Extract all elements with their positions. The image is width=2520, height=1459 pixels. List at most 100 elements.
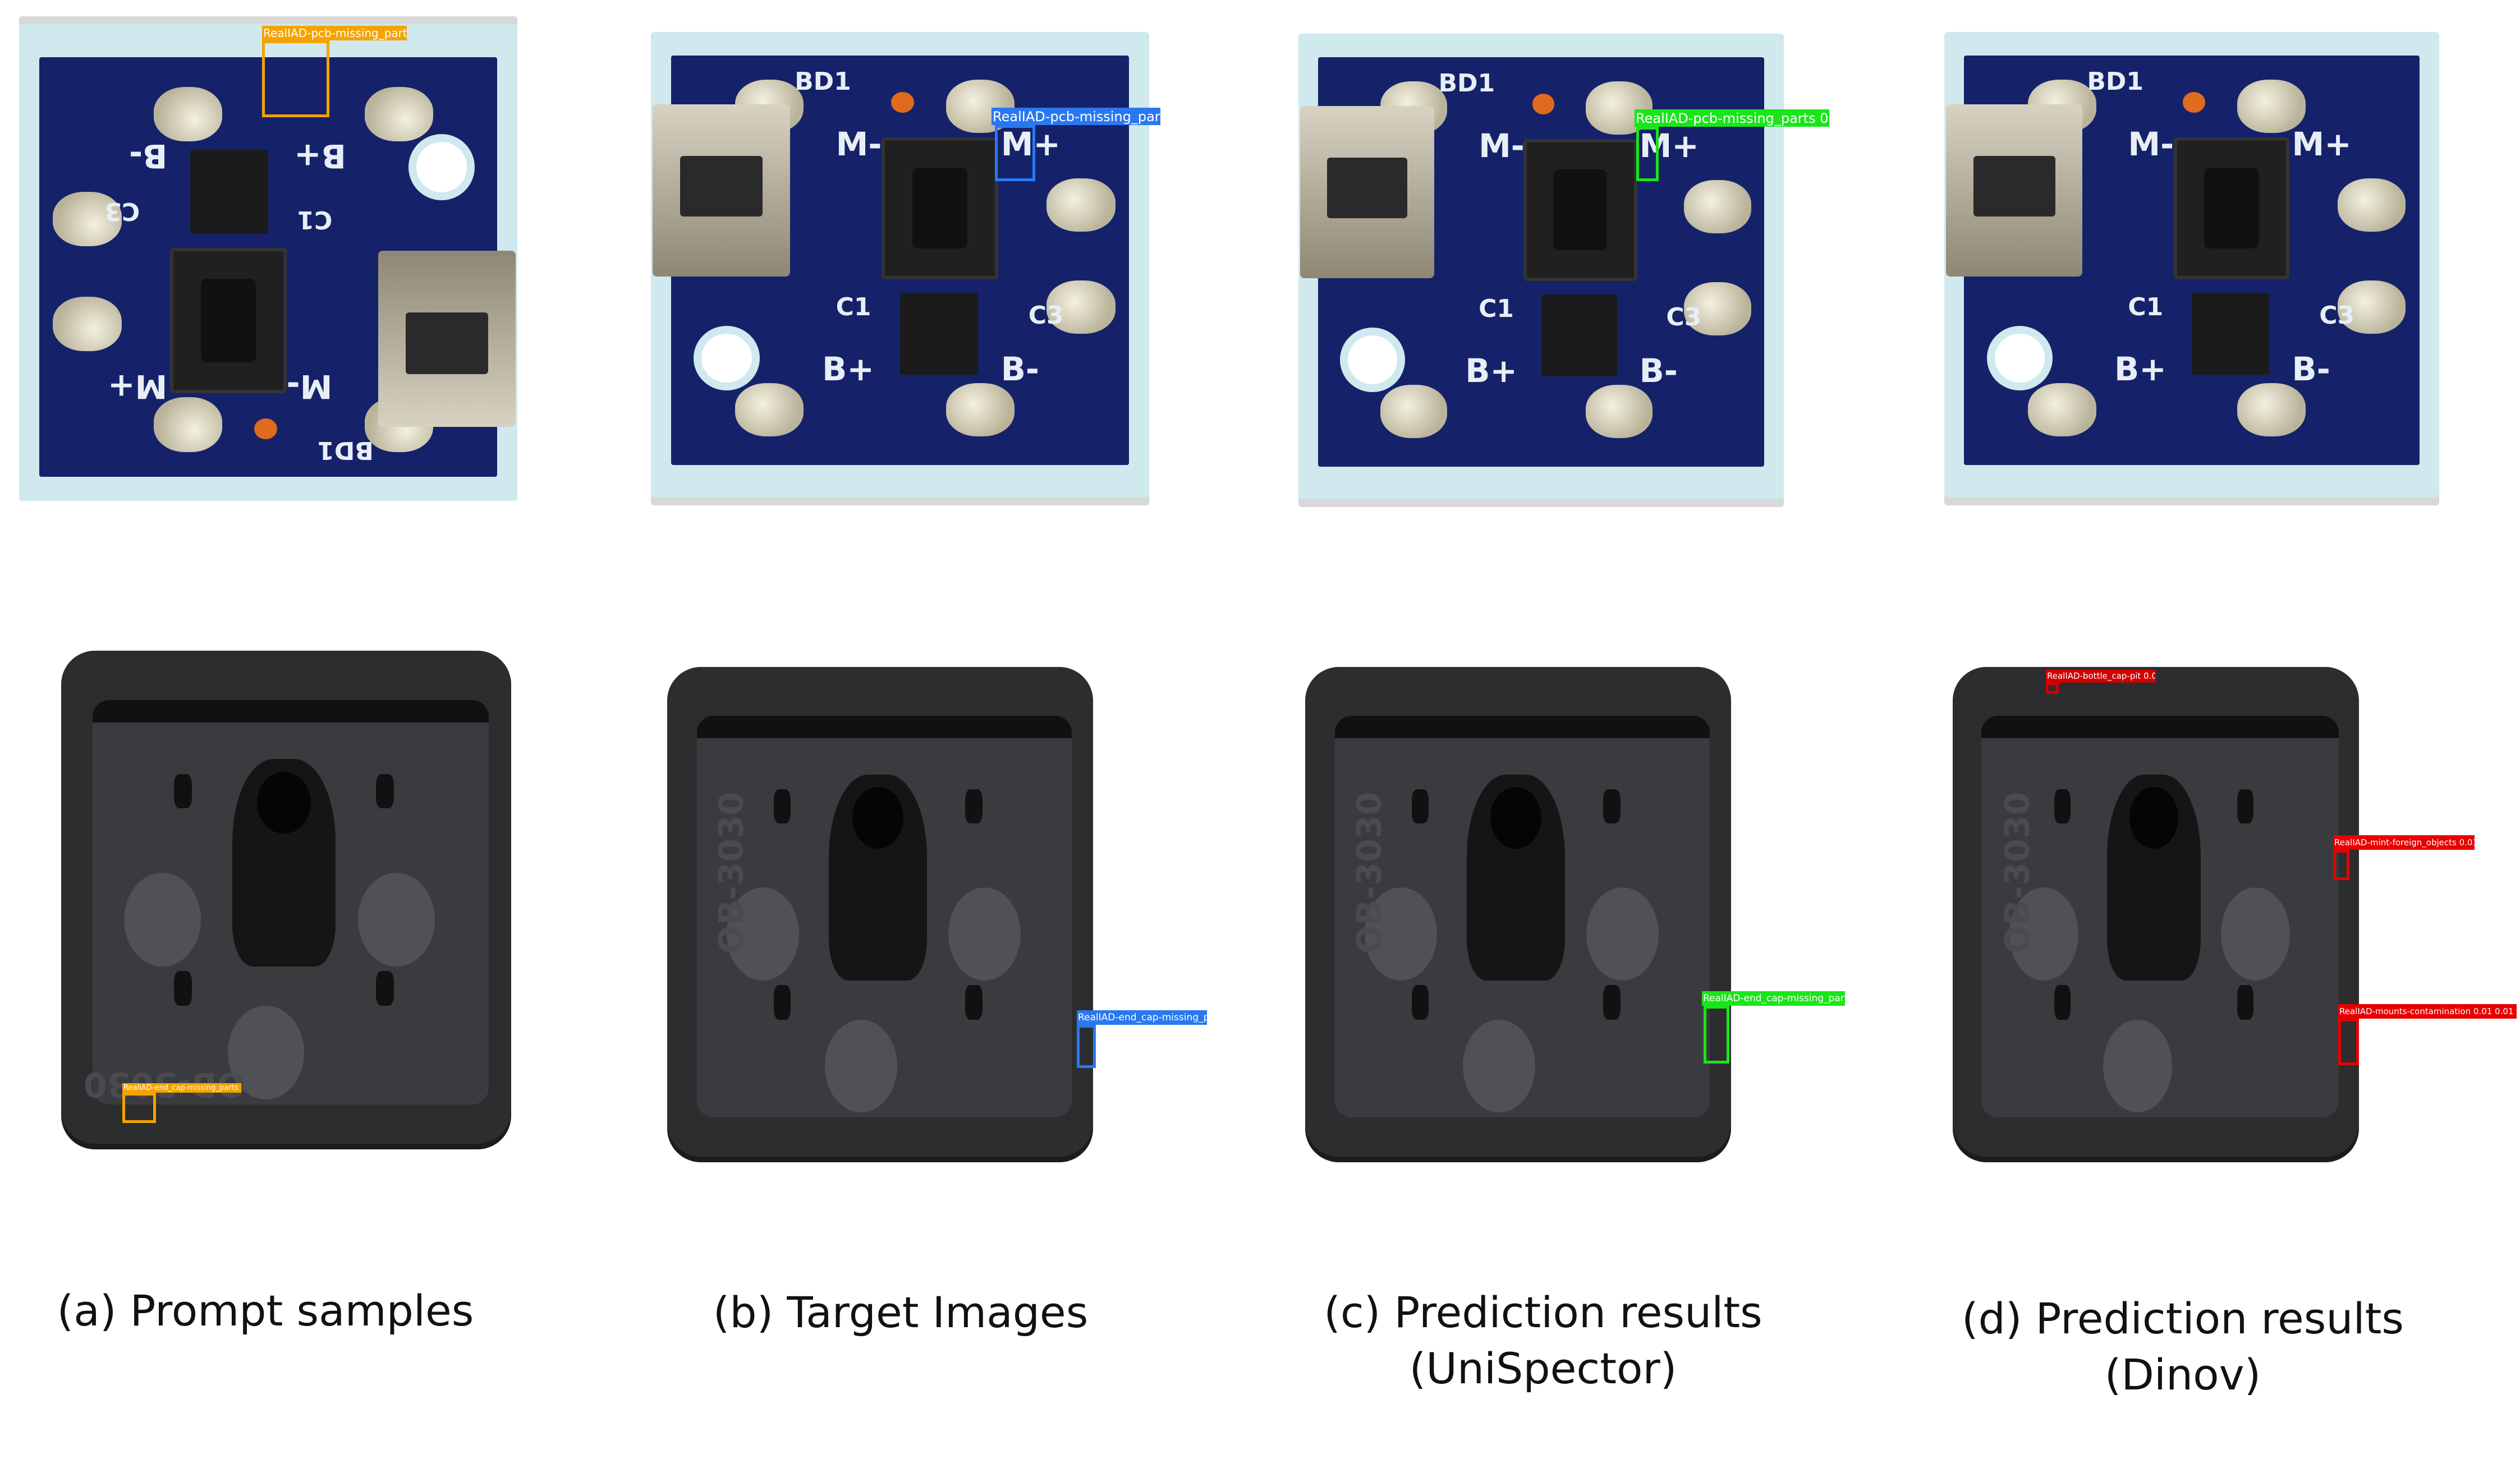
dinov-cap-label-2: RealIAD-mint-foreign_objects 0.01 2 [2333, 835, 2475, 850]
ejector-mark [1462, 1019, 1535, 1113]
silkscreen-label: B- [1000, 350, 1039, 389]
caption-line: (Dinov) [2104, 1350, 2261, 1400]
locating-pin [1411, 985, 1429, 1020]
solder-pad [945, 383, 1015, 436]
solder-pad [1684, 282, 1751, 336]
tact-switch [2173, 137, 2290, 279]
ejector-mark [727, 887, 800, 981]
solder-pad [1380, 384, 1448, 438]
dinov-cap-bbox-3 [2338, 1019, 2359, 1065]
solder-pad [2337, 178, 2406, 232]
silkscreen-label: B+ [294, 136, 346, 175]
mounting-hole [1340, 327, 1405, 393]
unispector-cap-bbox [1704, 1006, 1729, 1064]
usb-connector [1945, 104, 2083, 277]
locating-pin [2054, 985, 2071, 1020]
solder-pad [364, 86, 434, 142]
locating-pin [173, 971, 192, 1006]
silkscreen-label: B- [2292, 350, 2330, 389]
cap-marking: OB-3030 [1349, 791, 1389, 954]
silkscreen-label: M- [836, 125, 882, 163]
solder-pad [153, 86, 223, 142]
caption-target-images: (b) Target Images [662, 1285, 1139, 1341]
silkscreen-label: C1 [297, 205, 333, 234]
caption-unispector: (c) Prediction results (UniSpector) [1291, 1285, 1796, 1397]
cap-marking: OB-3030 [711, 791, 751, 954]
locating-pin [1603, 789, 1621, 824]
silkscreen-label: M+ [2292, 125, 2352, 163]
target-pcb-bbox [995, 125, 1035, 181]
silkscreen-label: M+ [1639, 126, 1699, 165]
test-point [254, 418, 278, 440]
ejector-mark [1365, 887, 1438, 981]
prompt-cap-label: RealIAD-end_cap-missing_parts [122, 1083, 241, 1093]
silkscreen-label: C1 [1479, 294, 1514, 324]
caption-line: (a) Prompt samples [57, 1286, 474, 1336]
silkscreen-label: M- [286, 367, 333, 406]
unispector-cap-label: RealIAD-end_cap-missing_parts 0.3 [1702, 991, 1845, 1006]
solder-pad [1684, 180, 1751, 233]
ejector-mark [124, 872, 201, 966]
usb-connector [378, 250, 516, 427]
ejector-mark [824, 1019, 897, 1113]
caption-prompt-samples: (a) Prompt samples [39, 1283, 492, 1339]
unispector-endcap-image: OB-3030 [1305, 667, 1731, 1157]
locating-pin [2237, 985, 2253, 1020]
silkscreen-label: C3 [1666, 302, 1702, 332]
tact-switch [882, 137, 999, 279]
caption-line: (b) Target Images [713, 1287, 1089, 1337]
solder-pad [53, 296, 122, 352]
center-boss [829, 775, 927, 981]
mounting-hole [694, 325, 760, 391]
ejector-mark [2220, 887, 2290, 981]
locating-pin [376, 971, 394, 1006]
target-cap-label: RealIAD-end_cap-missing_parts [1077, 1010, 1207, 1025]
center-boss [2107, 775, 2201, 981]
silkscreen-label: B- [129, 136, 168, 175]
solder-pad [1046, 280, 1116, 334]
cap-marking: OB-3030 [1998, 791, 2037, 954]
solder-pad [2027, 383, 2096, 436]
pcb-board: B+ B- M- M+ BD1 C1 C3 [39, 57, 516, 477]
test-point [1532, 94, 1555, 114]
locating-pin [2054, 789, 2071, 824]
mounting-hole [408, 134, 475, 200]
solder-pad [2237, 80, 2306, 134]
center-boss [1467, 775, 1565, 981]
silkscreen-label: B+ [822, 350, 874, 389]
prompt-pcb-label: RealIAD-pcb-missing_parts [262, 26, 407, 40]
silkscreen-label: M+ [107, 367, 168, 406]
silkscreen-label: C3 [104, 196, 140, 225]
locating-pin [173, 774, 192, 809]
unispector-pcb-bbox [1636, 127, 1659, 181]
silkscreen-label: B+ [2114, 350, 2166, 389]
ic-chip [1541, 294, 1617, 377]
silkscreen-label: BD1 [1438, 69, 1495, 98]
ejector-mark [358, 872, 435, 966]
test-point [2182, 92, 2206, 113]
silkscreen-label: BD1 [2087, 67, 2144, 96]
dinov-cap-label-3: RealIAD-mounts-contamination 0.01 0.01 0… [2338, 1004, 2517, 1019]
silkscreen-label: M- [1479, 126, 1525, 165]
caption-line: (c) Prediction results [1324, 1287, 1762, 1337]
solder-pad [2337, 280, 2406, 334]
ic-chip [190, 150, 268, 234]
target-cap-bbox [1077, 1025, 1096, 1068]
silkscreen-label: BD1 [317, 436, 374, 465]
ejector-mark [2009, 887, 2079, 981]
ejector-mark [2103, 1019, 2172, 1113]
caption-line: (UniSpector) [1409, 1343, 1677, 1393]
solder-pad [1046, 178, 1116, 232]
silkscreen-label: M- [2128, 125, 2174, 163]
dinov-endcap-image: OB-3030 [1953, 667, 2359, 1157]
caption-line: (d) Prediction results [1961, 1294, 2404, 1343]
prompt-endcap-image: OB-3030 [61, 651, 511, 1144]
silkscreen-label: C1 [2128, 293, 2164, 322]
silkscreen-label: C1 [836, 293, 871, 322]
locating-pin [773, 789, 791, 824]
ic-chip [900, 293, 978, 375]
test-point [891, 92, 914, 113]
solder-pad [735, 383, 804, 436]
